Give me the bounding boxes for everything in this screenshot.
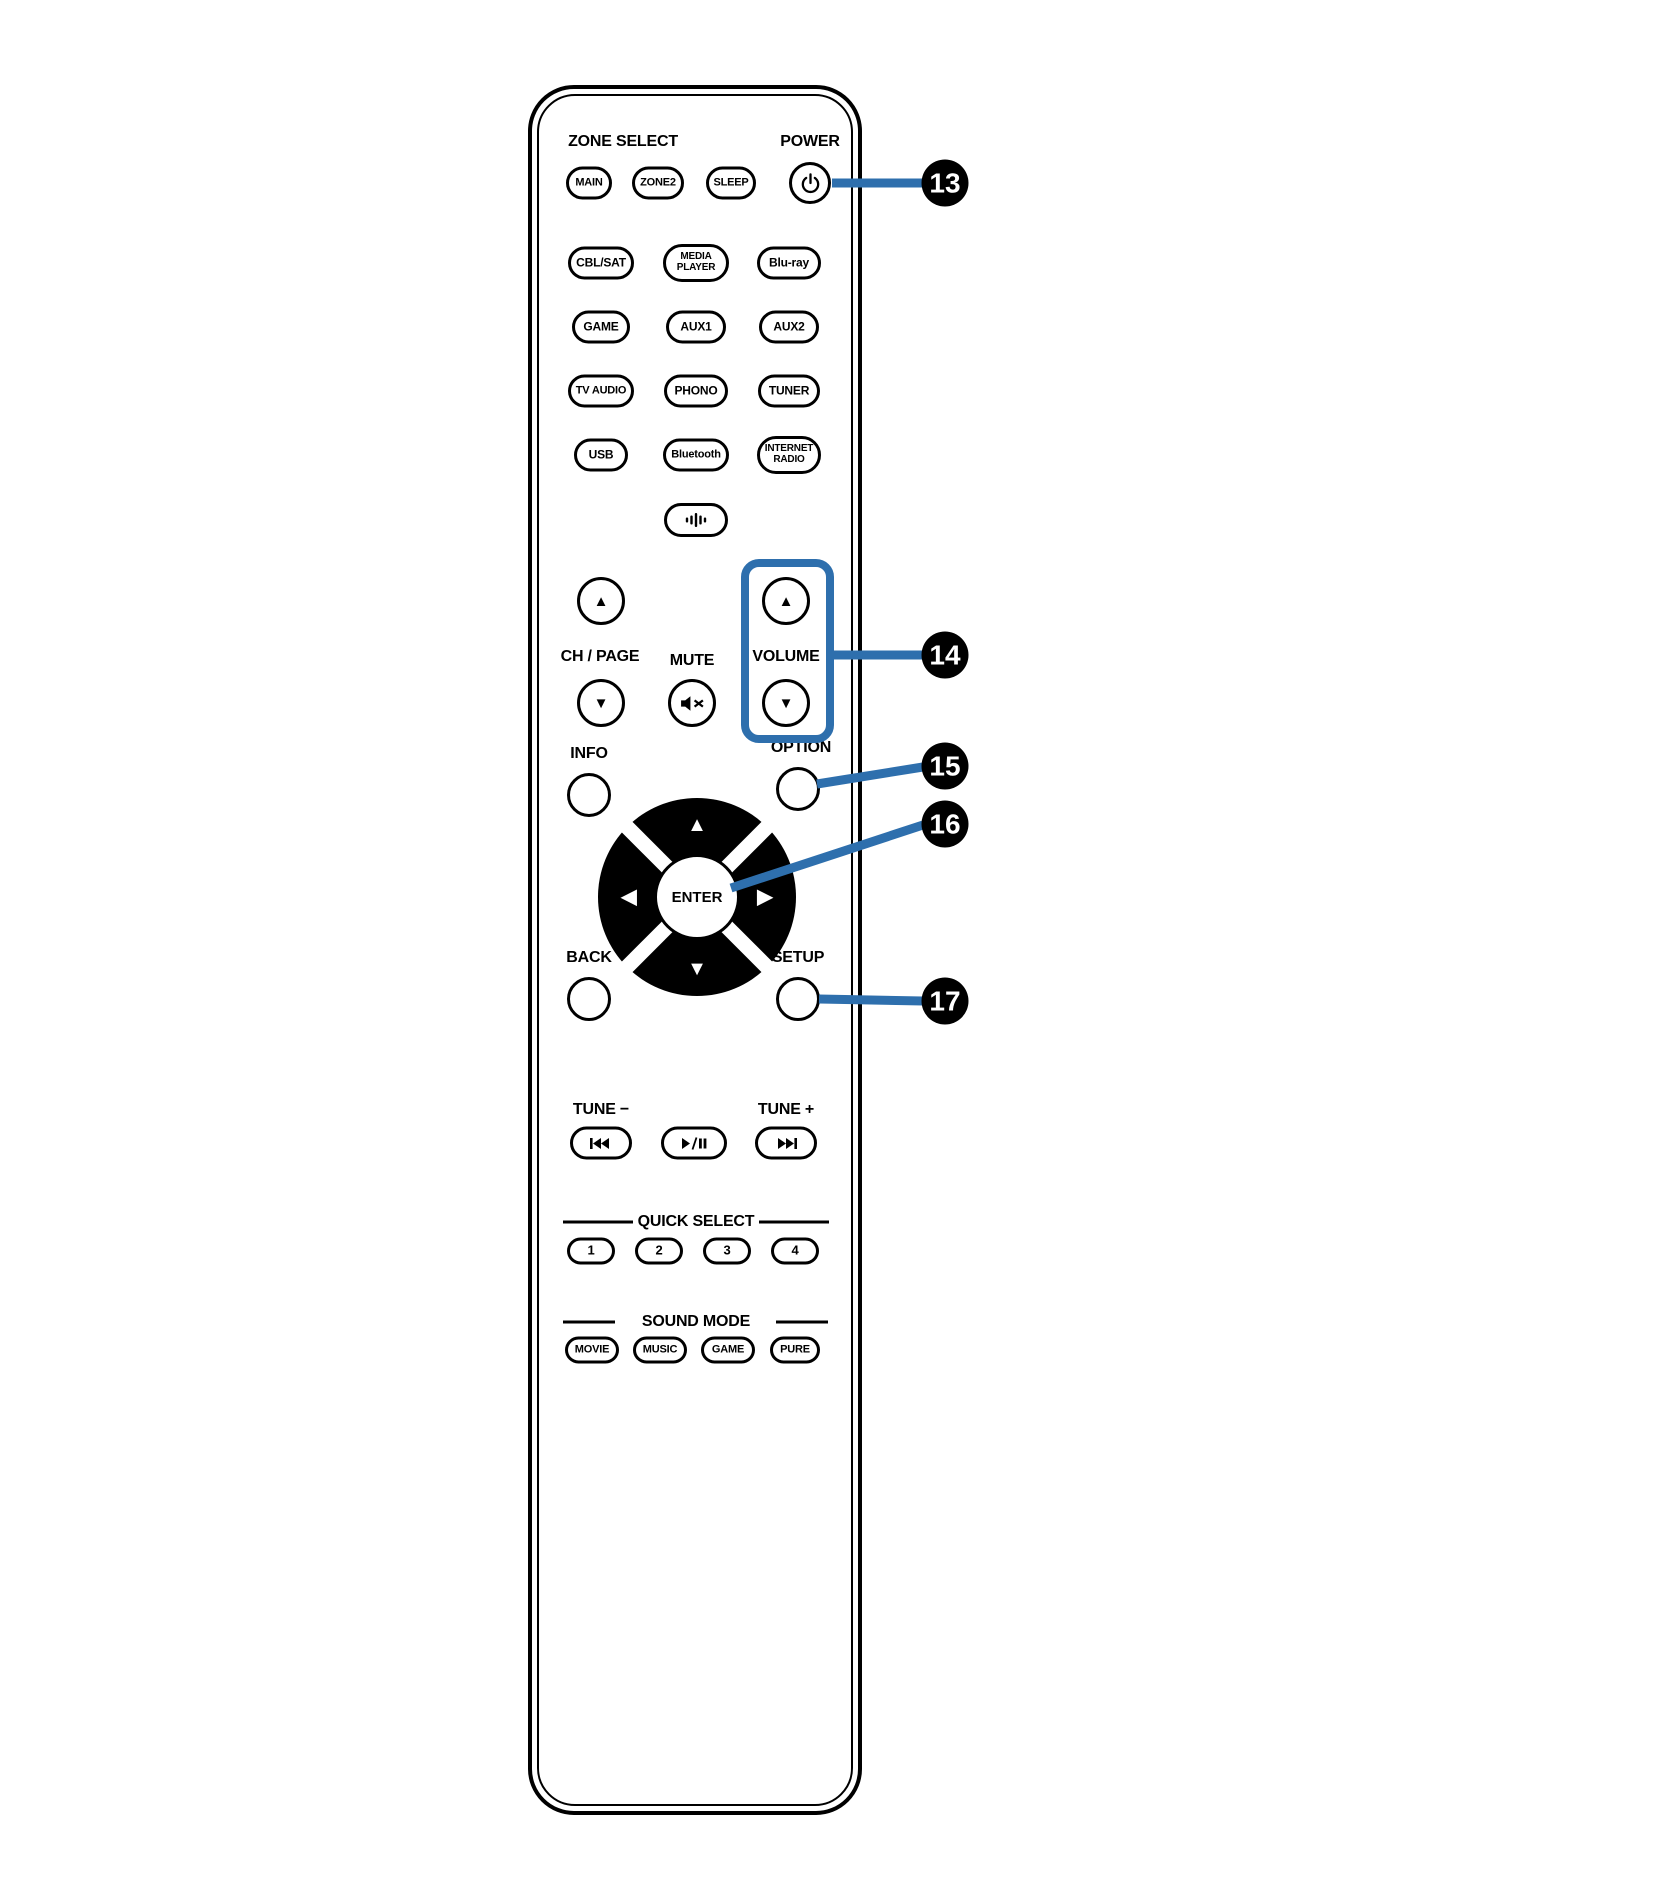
channel-up-button[interactable]: ▲ <box>577 577 625 625</box>
zone-select-label: ZONE SELECT <box>568 133 678 150</box>
source-button-aux2[interactable]: AUX2 <box>759 310 819 344</box>
channel-down-button[interactable]: ▼ <box>577 679 625 727</box>
power-icon <box>801 172 819 193</box>
main-button[interactable]: MAIN <box>566 166 612 200</box>
skip-back-icon <box>590 1137 609 1149</box>
source-button-phono[interactable]: PHONO <box>664 374 728 408</box>
info-button[interactable] <box>567 773 611 817</box>
source-button-blu-ray[interactable]: Blu-ray <box>757 246 821 280</box>
down-arrow-icon: ▼ <box>593 694 609 712</box>
callout-badge-16: 16 <box>921 800 969 848</box>
quick-select-label: QUICK SELECT <box>637 1213 755 1230</box>
power-label: POWER <box>780 133 840 150</box>
up-arrow-icon: ▲ <box>593 592 609 610</box>
mute-icon <box>680 695 704 711</box>
up-arrow-icon: ▲ <box>778 592 794 610</box>
skip-forward-button[interactable] <box>755 1126 817 1160</box>
volume-label: VOLUME <box>752 648 820 665</box>
cursor-right-button[interactable]: ▶ <box>757 886 773 908</box>
source-button-media-player[interactable]: MEDIA PLAYER <box>663 244 729 282</box>
option-label: OPTION <box>770 739 832 756</box>
down-arrow-icon: ▼ <box>778 694 794 712</box>
equalizer-button[interactable] <box>664 503 728 537</box>
callout-badge-14: 14 <box>921 631 969 679</box>
option-button[interactable] <box>776 767 820 811</box>
zone2-button[interactable]: ZONE2 <box>632 166 684 200</box>
callout-badge-15: 15 <box>921 742 969 790</box>
tune-minus-label: TUNE − <box>572 1101 630 1118</box>
sound-mode-rule-right <box>776 1320 828 1324</box>
sound-mode-movie-button[interactable]: MOVIE <box>565 1336 619 1364</box>
play-pause-button[interactable] <box>661 1126 727 1160</box>
skip-back-button[interactable] <box>570 1126 632 1160</box>
cursor-down-button[interactable]: ▼ <box>687 958 707 980</box>
volume-up-button[interactable]: ▲ <box>762 577 810 625</box>
source-button-tuner[interactable]: TUNER <box>758 374 820 408</box>
tune-plus-label: TUNE + <box>757 1101 815 1118</box>
source-button-tv-audio[interactable]: TV AUDIO <box>568 374 634 408</box>
quick-select-rule-left <box>563 1220 633 1224</box>
enter-button[interactable]: ENTER <box>654 854 740 940</box>
sound-mode-label: SOUND MODE <box>641 1313 751 1330</box>
cursor-up-button[interactable]: ▲ <box>687 814 707 836</box>
volume-down-button[interactable]: ▼ <box>762 679 810 727</box>
back-button[interactable] <box>567 977 611 1021</box>
setup-label: SETUP <box>771 949 825 966</box>
back-label: BACK <box>566 949 612 966</box>
sound-mode-music-button[interactable]: MUSIC <box>633 1336 687 1364</box>
info-label: INFO <box>570 745 608 762</box>
callout-badge-17: 17 <box>921 977 969 1025</box>
remote-control-body <box>528 85 862 1815</box>
source-button-game[interactable]: GAME <box>572 310 630 344</box>
sleep-button[interactable]: SLEEP <box>706 166 756 200</box>
quick-select-4-button[interactable]: 4 <box>771 1237 819 1265</box>
cursor-left-button[interactable]: ◀ <box>621 886 637 908</box>
quick-select-3-button[interactable]: 3 <box>703 1237 751 1265</box>
source-button-internet-radio[interactable]: INTERNET RADIO <box>757 436 821 474</box>
sound-mode-game-button[interactable]: GAME <box>701 1336 755 1364</box>
play-pause-icon <box>682 1136 707 1150</box>
mute-button[interactable] <box>668 679 716 727</box>
skip-forward-icon <box>778 1137 797 1149</box>
source-button-bluetooth[interactable]: Bluetooth <box>663 438 729 472</box>
source-button-cbl-sat[interactable]: CBL/SAT <box>568 246 634 280</box>
sound-mode-pure-button[interactable]: PURE <box>770 1336 820 1364</box>
mute-label: MUTE <box>669 652 715 669</box>
quick-select-1-button[interactable]: 1 <box>567 1237 615 1265</box>
source-button-usb[interactable]: USB <box>574 438 628 472</box>
ch-page-label: CH / PAGE <box>560 648 640 665</box>
setup-button[interactable] <box>776 977 820 1021</box>
power-button[interactable] <box>789 162 831 204</box>
source-button-aux1[interactable]: AUX1 <box>666 310 726 344</box>
sound-mode-rule-left <box>563 1320 615 1324</box>
quick-select-2-button[interactable]: 2 <box>635 1237 683 1265</box>
callout-badge-13: 13 <box>921 159 969 207</box>
quick-select-rule-right <box>759 1220 829 1224</box>
equalizer-icon <box>685 513 707 527</box>
